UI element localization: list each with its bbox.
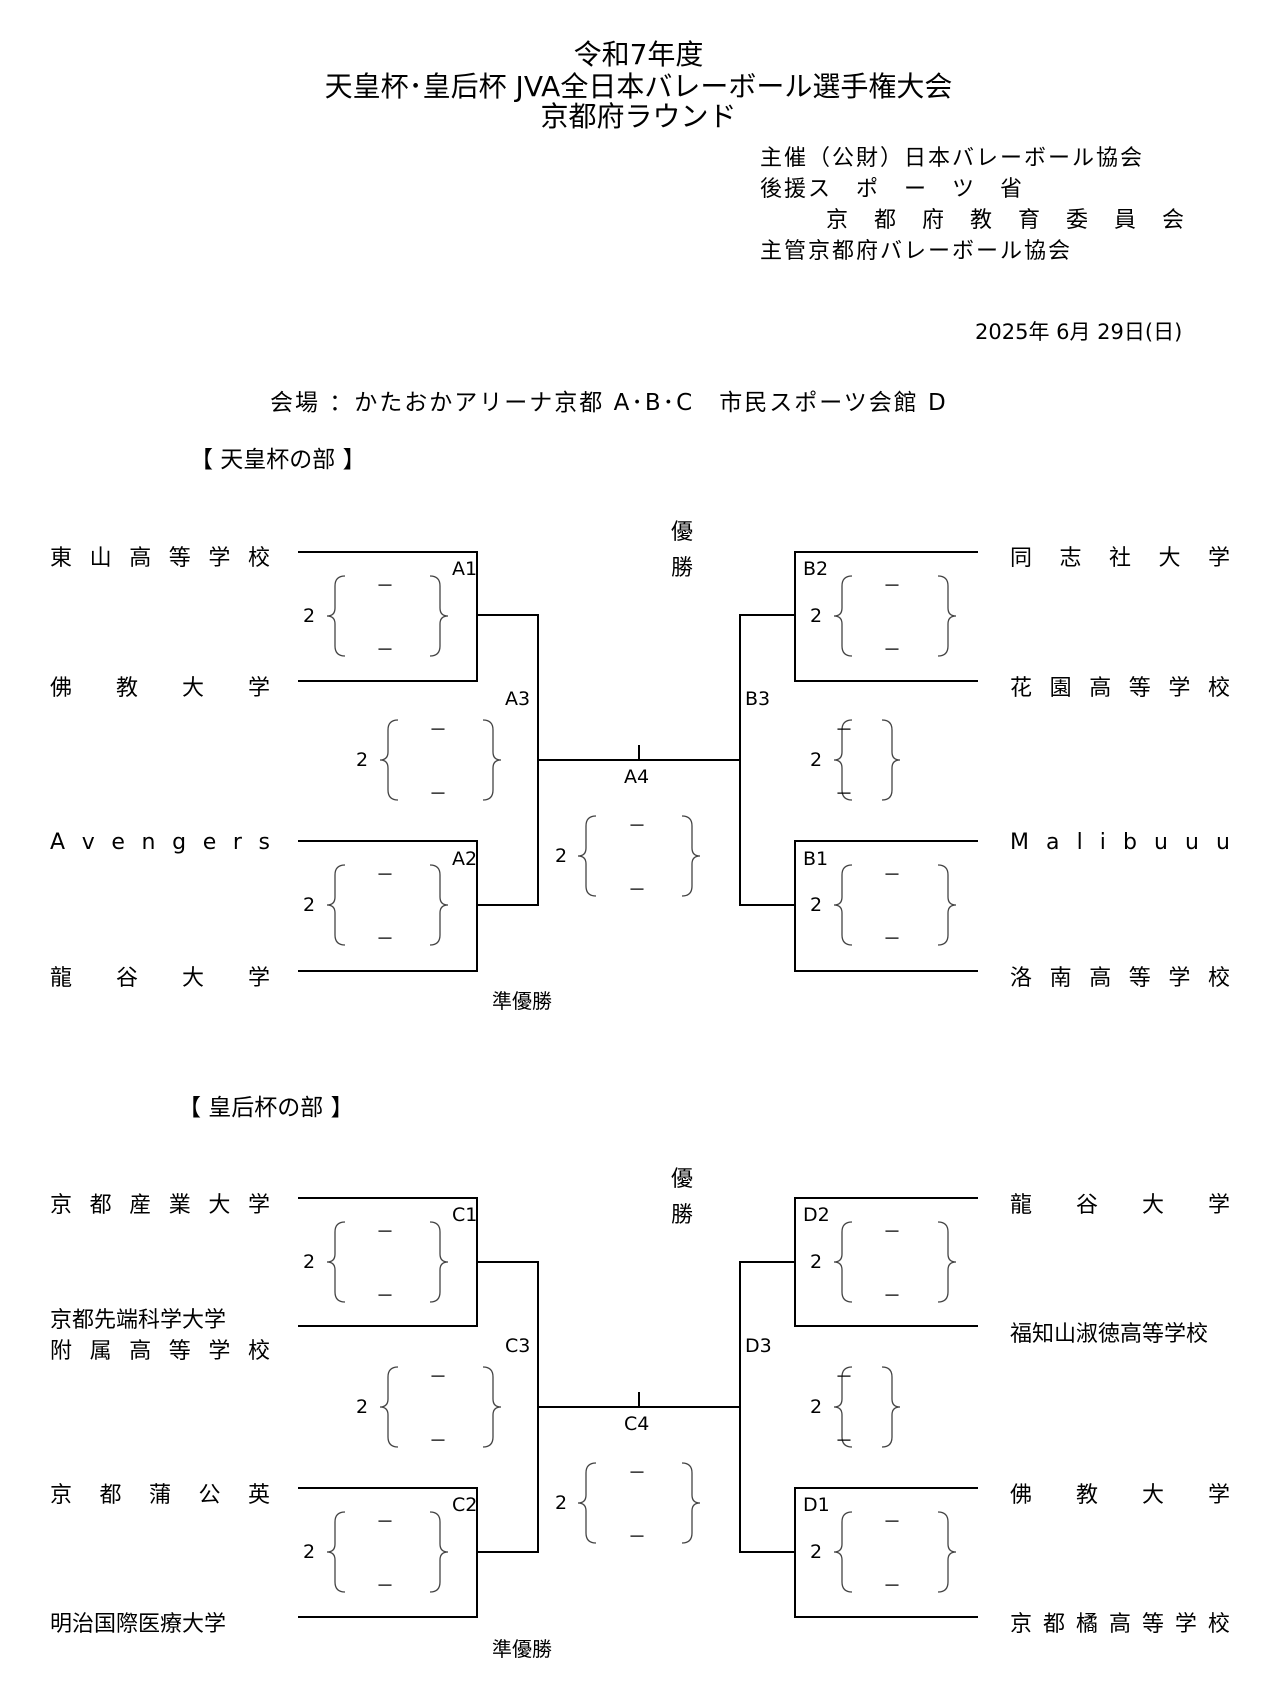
match-label-c4: C4 [624,1413,650,1435]
venue: 会場 ：かたおかアリーナ京都 A･B･C 市民スポーツ会館 D [270,390,948,416]
mens-team-right-2: 花園高等学校 [1010,676,1230,701]
score-b2-bottom: － [883,640,901,661]
sets-c3: 2 [356,1396,369,1418]
score-d2-top: － [883,1222,901,1243]
sets-a4: 2 [555,845,568,867]
sets-a2: 2 [303,894,316,916]
match-label-a2: A2 [452,848,478,870]
score-d2-bottom: － [883,1286,901,1307]
womens-team-left-2-line1: 京都先端科学大学 [50,1308,227,1333]
match-label-d1: D1 [803,1494,830,1516]
match-label-b3: B3 [745,688,771,710]
sets-d1: 2 [810,1541,823,1563]
match-label-b1: B1 [803,848,829,870]
mens-team-left-4: 龍谷大学 [50,966,270,991]
score-c2-top: － [376,1512,394,1533]
womens-winner-label: 優勝 [670,1167,693,1228]
mens-team-left-2: 佛教大学 [50,676,270,701]
score-a4-bottom: － [628,880,646,901]
mens-team-left-1: 東山高等学校 [50,546,270,571]
match-label-d2: D2 [803,1204,830,1226]
score-c2-bottom: － [376,1576,394,1597]
match-label-a4: A4 [624,766,650,788]
womens-runner-up-label: 準優勝 [492,1637,552,1661]
score-d3-bottom: － [835,1431,853,1452]
sets-c4: 2 [555,1492,568,1514]
sets-b1: 2 [810,894,823,916]
organizer-host: 主催（公財）日本バレーボール協会 [760,146,1145,171]
score-c1-top: － [376,1222,394,1243]
mens-team-right-1: 同志社大学 [1010,546,1230,571]
match-label-a3: A3 [505,688,531,710]
match-label-d3: D3 [745,1335,772,1357]
mens-team-right-4: 洛南高等学校 [1010,966,1230,991]
match-label-c1: C1 [452,1204,478,1226]
score-c3-bottom: － [429,1431,447,1452]
organizer-support-1: 後援ス ポ ー ツ 省 [760,177,1025,202]
mens-winner-label: 優勝 [670,520,693,581]
sets-b3: 2 [810,749,823,771]
womens-team-right-3: 佛教大学 [1010,1483,1230,1508]
womens-team-right-4: 京都橘高等学校 [1010,1612,1230,1637]
womens-team-right-2: 福知山淑徳高等学校 [1010,1322,1209,1347]
sets-b2: 2 [810,605,823,627]
section-womens: 【 皇后杯の部 】 [178,1095,354,1121]
score-b1-top: － [883,865,901,886]
score-d1-bottom: － [883,1576,901,1597]
score-d3-top: － [835,1367,853,1388]
sets-d2: 2 [810,1251,823,1273]
womens-team-left-3: 京都蒲公英 [50,1483,270,1508]
score-a1-top: － [376,576,394,597]
womens-team-left-2-line2: 附属高等学校 [50,1339,270,1364]
section-mens: 【 天皇杯の部 】 [190,447,366,473]
womens-team-right-1: 龍谷大学 [1010,1193,1230,1218]
score-a4-top: － [628,816,646,837]
score-c3-top: － [429,1367,447,1388]
sets-d3: 2 [810,1396,823,1418]
match-label-b2: B2 [803,558,829,580]
match-label-c2: C2 [452,1494,478,1516]
match-label-a1: A1 [452,558,478,580]
sets-a3: 2 [356,749,369,771]
match-label-c3: C3 [505,1335,531,1357]
score-b3-top: － [835,720,853,741]
score-b3-bottom: － [835,784,853,805]
title-round: 京都府ラウンド [540,100,737,133]
score-c1-bottom: － [376,1286,394,1307]
score-c4-top: － [628,1463,646,1484]
womens-team-left-1: 京都産業大学 [50,1193,270,1218]
organizer-managing: 主管京都府バレーボール協会 [760,239,1073,264]
score-d1-top: － [883,1512,901,1533]
score-a2-top: － [376,865,394,886]
sets-a1: 2 [303,605,316,627]
sets-c2: 2 [303,1541,316,1563]
title-tournament: 天皇杯･皇后杯 JVA全日本バレーボール選手権大会 [324,70,953,103]
title-year: 令和7年度 [573,38,704,71]
event-date: 2025年 6月 29日(日) [975,320,1183,344]
score-a2-bottom: － [376,929,394,950]
score-a3-top: － [429,720,447,741]
score-a3-bottom: － [429,784,447,805]
mens-runner-up-label: 準優勝 [492,989,552,1013]
organizer-support-2: 京 都 府 教 育 委 員 会 [826,208,1187,233]
score-b1-bottom: － [883,929,901,950]
score-a1-bottom: － [376,640,394,661]
sets-c1: 2 [303,1251,316,1273]
score-c4-bottom: － [628,1527,646,1548]
score-b2-top: － [883,576,901,597]
womens-team-left-4: 明治国際医療大学 [50,1612,227,1637]
